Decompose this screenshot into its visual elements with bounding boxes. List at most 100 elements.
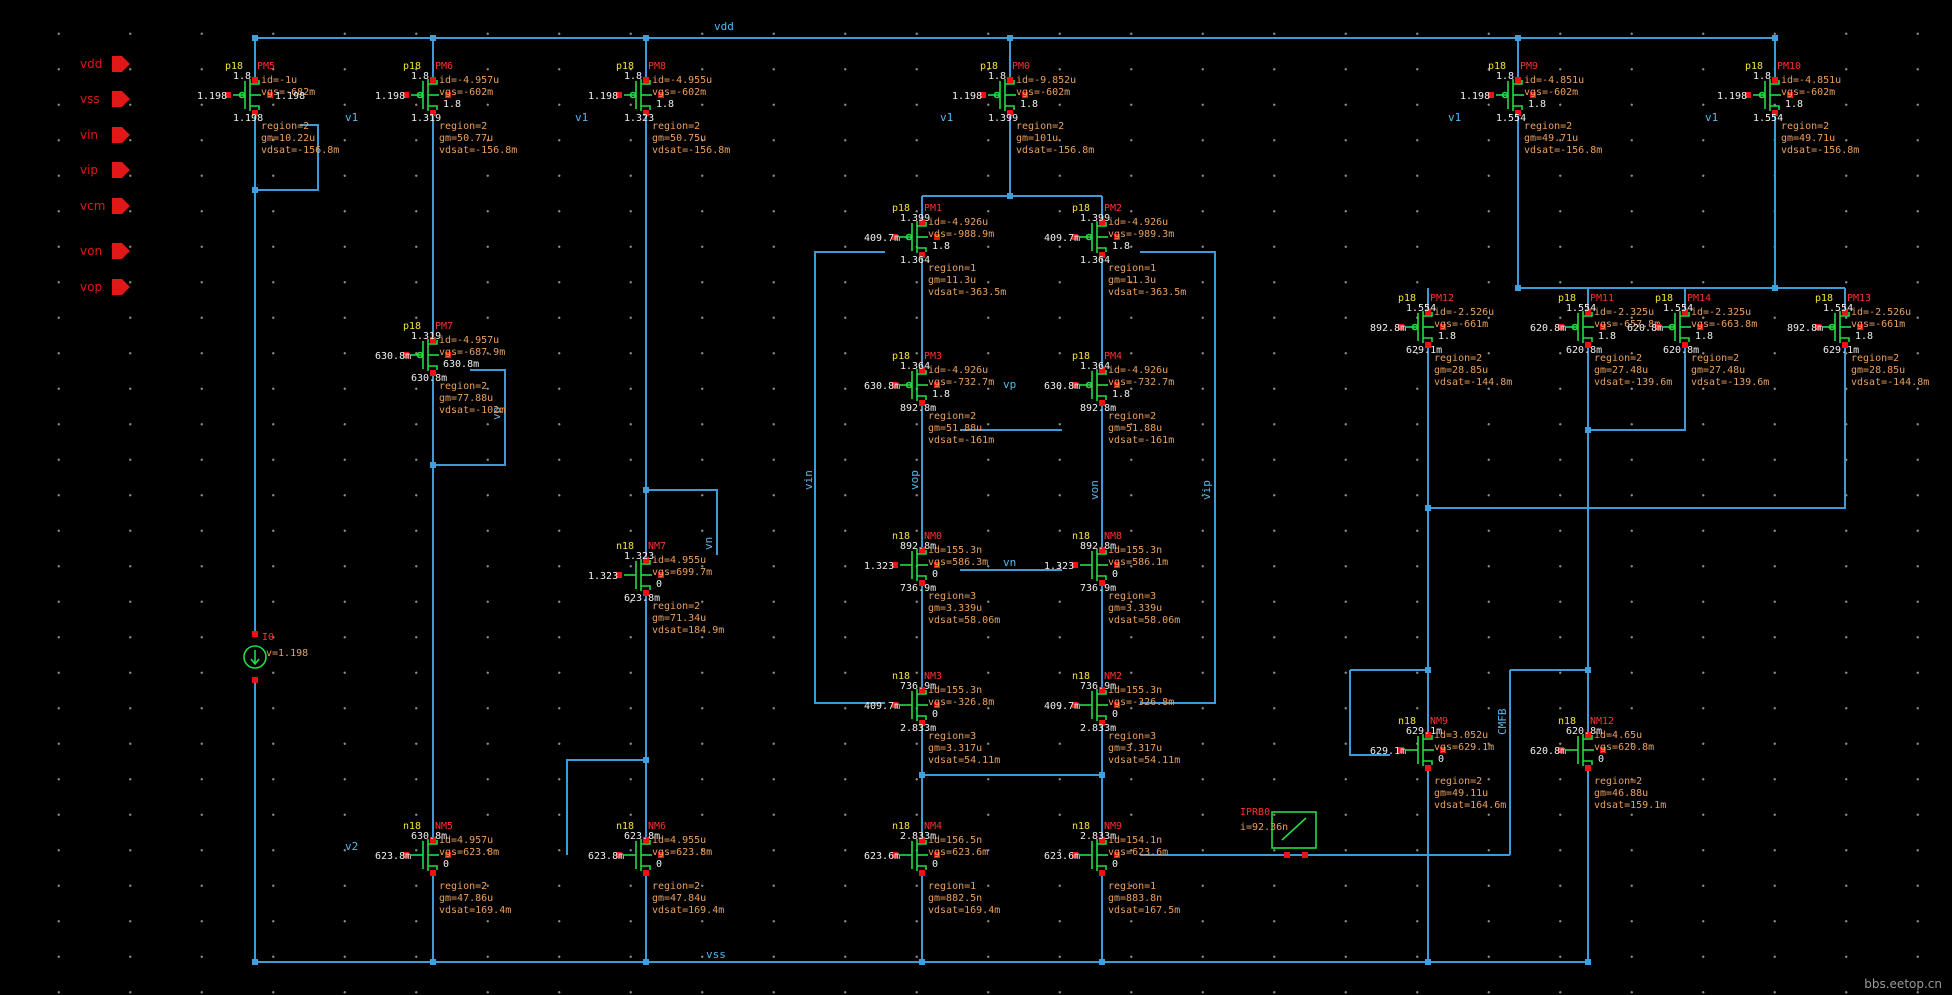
- device-param: 1.8: [1020, 99, 1038, 110]
- device-pm8[interactable]: PM8p18id=-4.955uvgs=-602m1.8region=2gm=5…: [588, 61, 730, 156]
- node-voltage: 2.833m: [1080, 723, 1116, 734]
- device-name: PM2: [1104, 203, 1122, 214]
- node-voltage: 1.554: [1663, 303, 1693, 314]
- device-param: vdsat=58.06m: [1108, 615, 1180, 626]
- device-nm3[interactable]: NM3n18id=155.3nvgs=-326.8m0region=3gm=3.…: [864, 671, 1000, 766]
- device-param: vgs=-989.3m: [1108, 229, 1174, 240]
- device-param: region=2: [652, 881, 700, 892]
- device-name: PM3: [924, 351, 942, 362]
- node-voltage: 2.833m: [900, 831, 936, 842]
- device-nm7[interactable]: NM7n18id=4.955uvgs=699.7m0region=2gm=71.…: [588, 541, 724, 636]
- device-pm2[interactable]: PM2p18id=-4.926uvgs=-989.3m1.8region=1gm…: [1044, 203, 1186, 298]
- device-param: 0: [932, 569, 938, 580]
- node-voltage: 736.9m: [900, 583, 936, 594]
- current-source-i0[interactable]: I0 v=1.198: [243, 631, 308, 683]
- device-nm6[interactable]: NM6n18id=4.955uvgs=623.8m0region=2gm=47.…: [588, 821, 724, 916]
- device-nm0[interactable]: NM0n18id=155.3nvgs=586.3m0region=3gm=3.3…: [864, 531, 1000, 626]
- device-param: region=2: [439, 121, 487, 132]
- device-param: id=-2.526u: [1851, 307, 1911, 318]
- device-nm9[interactable]: NM9n18id=3.052uvgs=629.1m0region=2gm=49.…: [1370, 716, 1506, 811]
- port-vop[interactable]: vop: [80, 279, 130, 295]
- device-param: 1.8: [1438, 331, 1456, 342]
- device-param: gm=71.34u: [652, 613, 706, 624]
- port-vss[interactable]: vss: [80, 91, 130, 107]
- device-param: 0: [656, 579, 662, 590]
- device-param: id=-9.852u: [1016, 75, 1076, 86]
- port-vin[interactable]: vin: [80, 127, 130, 143]
- node-voltage: 1.323: [624, 551, 654, 562]
- device-name: PM6: [435, 61, 453, 72]
- device-param: vdsat=-144.8m: [1434, 377, 1512, 388]
- node-voltage: 629.1m: [1406, 345, 1442, 356]
- device-pm10[interactable]: PM10p18id=-4.851uvgs=-602m1.8region=2gm=…: [1717, 61, 1859, 156]
- device-param: region=2: [1691, 353, 1739, 364]
- device-pm1[interactable]: PM1p18id=-4.926uvds=-988.9m1.8region=1gm…: [864, 203, 1006, 298]
- port-vdd[interactable]: vdd: [80, 56, 130, 72]
- source-i0-value: v=1.198: [266, 648, 308, 659]
- node-voltage: 892.8m: [1080, 403, 1116, 414]
- device-param: gm=882.5n: [928, 893, 982, 904]
- device-param: region=1: [1108, 263, 1156, 274]
- device-nm8[interactable]: NM8n18id=155.3nvgs=586.1m0region=3gm=3.3…: [1044, 531, 1180, 626]
- device-param: 1.8: [1785, 99, 1803, 110]
- device-name: NM4: [924, 821, 942, 832]
- device-name: NM12: [1590, 716, 1614, 727]
- device-nm9b[interactable]: NM9n18id=154.1nvgs=623.6m0region=1gm=883…: [1044, 821, 1180, 916]
- device-pm5[interactable]: PM5p18id=-1uvgs=-682mregion=2gm=10.22uvd…: [197, 61, 339, 156]
- device-pm11[interactable]: PM11p18id=-2.325uvgs=-657.8m1.8region=2g…: [1530, 293, 1672, 388]
- device-name: PM11: [1590, 293, 1614, 304]
- device-param: vgs=-661m: [1434, 319, 1488, 330]
- device-pm4[interactable]: PM4p18id=-4.926uvgs=-732.7m1.8region=2gm…: [1044, 351, 1174, 446]
- device-pm9[interactable]: PM9p18id=-4.851uvgs=-602m1.8region=2gm=4…: [1460, 61, 1602, 156]
- node-voltage: 892.8m: [900, 403, 936, 414]
- net-label-v1d: v1: [1448, 111, 1461, 124]
- device-nm12[interactable]: NM12n18id=4.65uvgs=620.8m0region=2gm=46.…: [1530, 716, 1666, 811]
- device-param: vgs=-687.9m: [439, 347, 505, 358]
- device-param: id=155.3n: [928, 685, 982, 696]
- port-vcm[interactable]: vcm: [80, 198, 130, 214]
- device-param: id=155.3n: [1108, 685, 1162, 696]
- device-name: NM3: [924, 671, 942, 682]
- device-name: PM0: [1012, 61, 1030, 72]
- node-voltage: 623.6m: [864, 851, 900, 862]
- node-voltage: 623.8m: [588, 851, 624, 862]
- device-model: p18: [403, 321, 421, 332]
- device-name: NM2: [1104, 671, 1122, 682]
- node-voltage: 1.8: [411, 71, 429, 82]
- device-param: vdsat=169.4m: [928, 905, 1000, 916]
- device-param: vdsat=-156.8m: [1524, 145, 1602, 156]
- port-von[interactable]: von: [80, 243, 130, 259]
- device-pm7[interactable]: PM7p18id=-4.957uvgs=-687.9m630.8mregion=…: [375, 321, 505, 416]
- node-voltage: 1.364: [1080, 255, 1110, 266]
- device-pm12[interactable]: PM12p18id=-2.526uvgs=-661m1.8region=2gm=…: [1370, 293, 1512, 388]
- device-nm4[interactable]: NM4n18id=156.5nvgs=623.6m0region=1gm=882…: [864, 821, 1000, 916]
- net-label-vp: vp: [1003, 378, 1016, 391]
- device-param: gm=50.75u: [652, 133, 706, 144]
- device-nm2[interactable]: NM2n18id=155.3nvgs=-326.8m0region=3gm=3.…: [1044, 671, 1180, 766]
- device-pm6[interactable]: PM6p18id=-4.957uvgs=-602m1.8region=2gm=5…: [375, 61, 517, 156]
- device-param: id=4.955u: [652, 835, 706, 846]
- device-param: id=-4.926u: [928, 217, 988, 228]
- device-param: 0: [1112, 709, 1118, 720]
- device-param: id=-4.957u: [439, 75, 499, 86]
- node-voltage: 620.8m: [1663, 345, 1699, 356]
- device-param: vgs=-602m: [1781, 87, 1835, 98]
- port-label-vcm: vcm: [80, 199, 105, 213]
- node-voltage: 629.1m: [1823, 345, 1859, 356]
- device-param: gm=47.84u: [652, 893, 706, 904]
- current-probe-iprb0[interactable]: IPRB0 i=92.36n: [1240, 807, 1317, 858]
- node-voltage: 1.198: [233, 113, 263, 124]
- device-param: 1.8: [1112, 389, 1130, 400]
- device-pm3[interactable]: PM3p18id=-4.926uvgs=-732.7m1.8region=2gm…: [864, 351, 994, 446]
- net-labels: vdd vss v1 v1 v1 v1 v1 v2 vp vn vp vn vi…: [345, 20, 1718, 961]
- node-voltage: 620.8m: [1627, 323, 1663, 334]
- device-nm5[interactable]: NM5n18id=4.957uvgs=623.8m0region=2gm=47.…: [375, 821, 511, 916]
- device-pm14[interactable]: PM14p18id=-2.325uvgs=-663.8m1.8region=2g…: [1627, 293, 1769, 388]
- device-pm13[interactable]: PM13p18id=-2.526uvgs=-661m1.8region=2gm=…: [1787, 293, 1929, 388]
- node-voltage: 1.8: [233, 71, 251, 82]
- device-param: vdsat=-156.8m: [439, 145, 517, 156]
- device-model: n18: [892, 671, 910, 682]
- device-pm0[interactable]: PM0p18id=-9.852uvgs=-602m1.8region=2gm=1…: [952, 61, 1094, 156]
- port-vip[interactable]: vip: [80, 162, 130, 178]
